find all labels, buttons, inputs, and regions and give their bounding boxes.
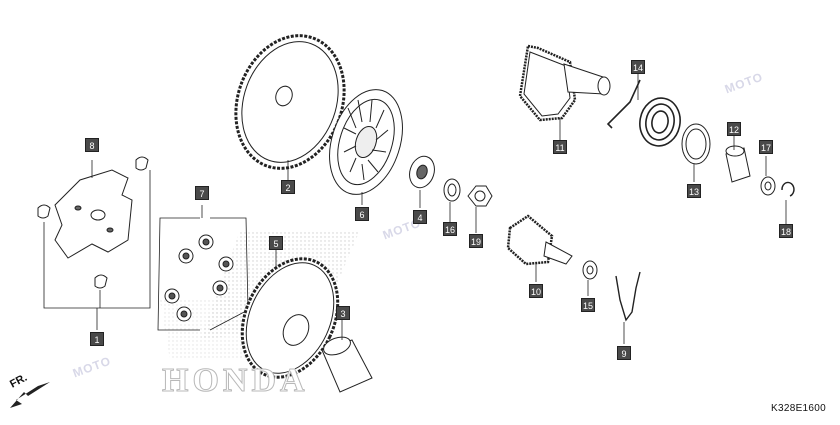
callout-part-15[interactable]: 15 (581, 298, 595, 312)
part-9-clip-drawing (615, 271, 641, 344)
callout-part-1[interactable]: 1 (90, 332, 104, 346)
callout-part-5[interactable]: 5 (269, 236, 283, 250)
part-10-pinion-drawing (506, 214, 573, 282)
part-17-washer-drawing (760, 156, 776, 196)
front-direction-arrow (10, 382, 50, 408)
part-6-drive-face-drawing (329, 89, 403, 205)
part-14-spring-drawing (606, 74, 681, 147)
callout-part-6[interactable]: 6 (355, 207, 369, 221)
callout-part-12[interactable]: 12 (727, 122, 741, 136)
part-2-face-drawing (234, 34, 346, 180)
callout-part-8[interactable]: 8 (85, 138, 99, 152)
callout-part-7[interactable]: 7 (195, 186, 209, 200)
callout-part-10[interactable]: 10 (529, 284, 543, 298)
part-8-plate-drawing (54, 169, 133, 259)
part-18-circlip-drawing (781, 181, 795, 224)
callout-part-9[interactable]: 9 (617, 346, 631, 360)
part-5-driven-gear-drawing (240, 250, 340, 379)
part-12-bushing-drawing (725, 136, 751, 183)
part-1-clips-drawing (37, 156, 149, 289)
diagram-code: K328E1600 (771, 403, 826, 414)
brand-watermark: HONDA (162, 362, 309, 400)
callout-part-14[interactable]: 14 (631, 60, 645, 74)
part-3-collar-drawing (321, 320, 373, 393)
callout-part-3[interactable]: 3 (336, 306, 350, 320)
part-13-seal-drawing (681, 123, 711, 182)
part-4-nut-drawing (409, 155, 435, 208)
callout-part-4[interactable]: 4 (413, 210, 427, 224)
part-19-nut-drawing (467, 185, 493, 233)
part-1-leader-lines (43, 160, 151, 330)
part-16-washer-drawing (443, 178, 461, 222)
callout-part-11[interactable]: 11 (553, 140, 567, 154)
callout-part-13[interactable]: 13 (687, 184, 701, 198)
part-15-washer-drawing (582, 260, 598, 296)
callout-part-2[interactable]: 2 (281, 180, 295, 194)
callout-part-19[interactable]: 19 (469, 234, 483, 248)
callout-part-18[interactable]: 18 (779, 224, 793, 238)
callout-part-17[interactable]: 17 (759, 140, 773, 154)
part-11-spindle-drawing (518, 44, 611, 140)
callout-part-16[interactable]: 16 (443, 222, 457, 236)
part-7-rollers-drawing (157, 205, 249, 331)
